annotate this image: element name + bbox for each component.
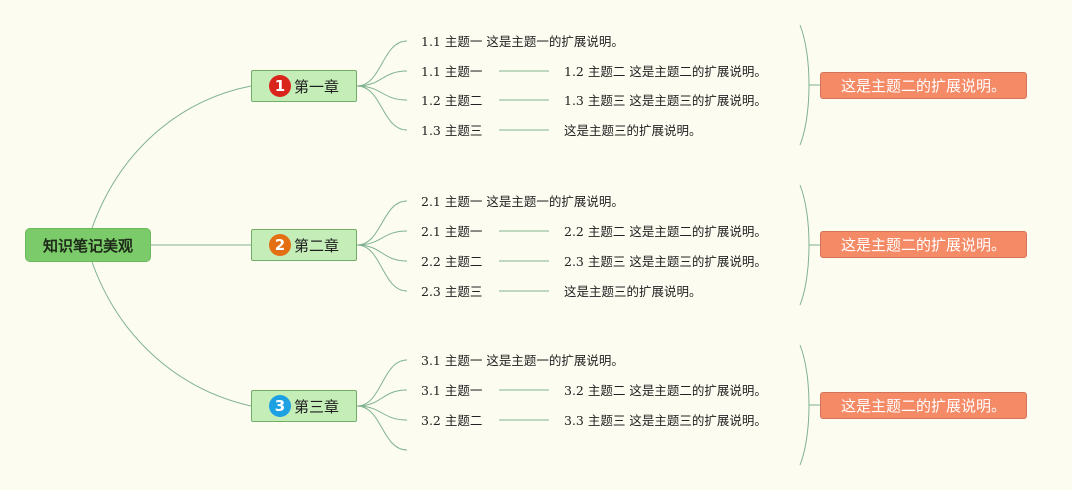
chapter-1-leaf-1-connector <box>356 40 408 87</box>
ch2-leaf-2[interactable]: 2.1 主题一 <box>421 224 483 239</box>
ch3-leaf-2[interactable]: 3.1 主题一 <box>421 383 483 398</box>
ch3-sub-1[interactable]: 3.2 主题二 这是主题二的扩展说明。 <box>564 383 767 398</box>
chapter-2-leaf-1-connector <box>356 200 408 246</box>
root-topic[interactable]: 知识笔记美观 <box>25 228 151 262</box>
ch1-sub-3[interactable]: 这是主题三的扩展说明。 <box>564 123 702 138</box>
ch2-leaf-1[interactable]: 2.1 主题一 这是主题一的扩展说明。 <box>421 194 624 209</box>
number-3-badge-icon: 3 <box>268 395 291 417</box>
chapter-3-label: 第三章 <box>293 397 339 416</box>
chapter-3-leaf-3-connector <box>356 405 408 421</box>
chapter-2-leaf-2-connector <box>356 230 408 246</box>
chapter-3-summary-bracket <box>799 344 810 466</box>
chapter-1-leaf-4-connector <box>356 85 408 131</box>
chapter-1-topic[interactable]: 1 第一章 <box>251 70 357 102</box>
chapter-1-summary-bracket <box>799 24 810 146</box>
ch3-leaf-1[interactable]: 3.1 主题一 这是主题一的扩展说明。 <box>421 353 624 368</box>
number-2-badge-icon: 2 <box>268 234 291 256</box>
chapter-3-leaf-2-connector <box>356 389 408 407</box>
root-to-chapter-1-connector <box>91 85 252 229</box>
chapter-2-leaf-3-connector <box>356 244 408 262</box>
number-1-badge-icon: 1 <box>268 75 291 97</box>
ch2-sub-3[interactable]: 这是主题三的扩展说明。 <box>564 284 702 299</box>
chapter-2-summary-bracket <box>799 184 810 306</box>
ch2-leaf-3[interactable]: 2.2 主题二 <box>421 254 483 269</box>
ch3-sub-2[interactable]: 3.3 主题三 这是主题三的扩展说明。 <box>564 413 767 428</box>
ch3-leaf-3[interactable]: 3.2 主题二 <box>421 413 483 428</box>
root-to-chapter-3-connector <box>91 261 252 407</box>
ch1-leaf-4[interactable]: 1.3 主题三 <box>421 123 483 138</box>
chapter-2-label: 第二章 <box>293 236 339 255</box>
chapter-1-leaf-2-connector <box>356 70 408 87</box>
ch2-sub-2[interactable]: 2.3 主题三 这是主题三的扩展说明。 <box>564 254 767 269</box>
ch1-leaf-3[interactable]: 1.2 主题二 <box>421 93 483 108</box>
chapter-3-topic[interactable]: 3 第三章 <box>251 390 357 422</box>
ch1-sub-1[interactable]: 1.2 主题二 这是主题二的扩展说明。 <box>564 64 767 79</box>
ch1-leaf-2[interactable]: 1.1 主题一 <box>421 64 483 79</box>
chapter-2-topic[interactable]: 2 第二章 <box>251 229 357 261</box>
chapter-3-summary[interactable]: 这是主题二的扩展说明。 <box>820 392 1027 419</box>
chapter-1-summary[interactable]: 这是主题二的扩展说明。 <box>820 72 1027 99</box>
ch2-sub-1[interactable]: 2.2 主题二 这是主题二的扩展说明。 <box>564 224 767 239</box>
ch2-leaf-4[interactable]: 2.3 主题三 <box>421 284 483 299</box>
chapter-2-leaf-4-connector <box>356 244 408 292</box>
chapter-3-leaf-1-connector <box>356 359 408 407</box>
chapter-1-label: 第一章 <box>293 77 339 96</box>
chapter-2-summary[interactable]: 这是主题二的扩展说明。 <box>820 231 1027 258</box>
chapter-1-leaf-3-connector <box>356 85 408 101</box>
root-topic-label: 知识笔记美观 <box>42 236 133 255</box>
ch1-sub-2[interactable]: 1.3 主题三 这是主题三的扩展说明。 <box>564 93 767 108</box>
ch1-leaf-1[interactable]: 1.1 主题一 这是主题一的扩展说明。 <box>421 34 624 49</box>
chapter-3-leaf-4-connector <box>356 405 408 451</box>
